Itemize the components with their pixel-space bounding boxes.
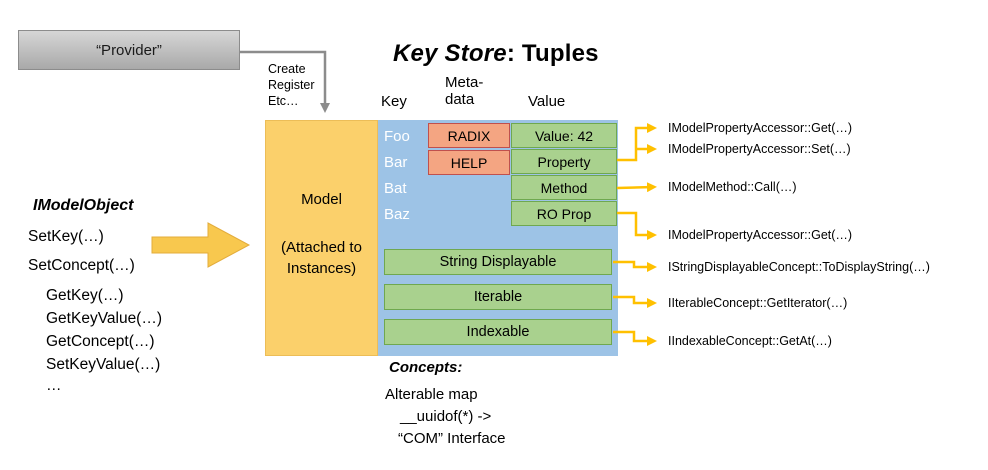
method-setkey: SetKey(…) bbox=[28, 228, 104, 245]
concepts-line-uuidof: __uuidof(*) -> bbox=[400, 408, 492, 425]
concepts-line-alterable-map: Alterable map bbox=[385, 386, 478, 403]
provider-label: “Provider” bbox=[96, 41, 162, 59]
connector-method-call-arrow bbox=[616, 182, 657, 193]
key-label-bar: Bar bbox=[384, 154, 408, 171]
concept-bar-iterable: Iterable bbox=[384, 284, 612, 310]
model-title: Model bbox=[301, 191, 342, 208]
concepts-line-com-interface: “COM” Interface bbox=[398, 430, 506, 447]
connector-property-get-arrow bbox=[617, 123, 657, 162]
metadata-box-help: HELP bbox=[428, 150, 510, 175]
value-box-roprop: RO Prop bbox=[511, 201, 617, 226]
provider-arrow-label-line: Register bbox=[268, 78, 315, 92]
model-subtitle: (Attached to Instances) bbox=[281, 239, 362, 277]
annotation-todisplaystring: IStringDisplayableConcept::ToDisplayStri… bbox=[668, 260, 930, 274]
title-tuples: : Tuples bbox=[506, 40, 599, 67]
metadata-box-radix: RADIX bbox=[428, 123, 510, 148]
key-label-baz: Baz bbox=[384, 206, 410, 223]
provider-box: “Provider” bbox=[18, 30, 240, 70]
concept-bar-indexable: Indexable bbox=[384, 319, 612, 345]
method-getconcept: GetConcept(…) bbox=[46, 333, 155, 350]
annotation-roprop-get: IModelPropertyAccessor::Get(…) bbox=[668, 228, 853, 242]
annotation-method-call: IModelMethod::Call(…) bbox=[668, 180, 797, 194]
connector-iterable-arrow bbox=[613, 295, 657, 308]
provider-arrow-label: Create Register Etc… bbox=[268, 61, 315, 109]
value-box-method: Method bbox=[511, 175, 617, 200]
column-header-key: Key bbox=[381, 93, 407, 110]
key-label-bat: Bat bbox=[384, 180, 407, 197]
key-label-foo: Foo bbox=[384, 128, 410, 145]
method-setkeyvalue: SetKeyValue(…) bbox=[46, 356, 161, 373]
concept-bar-string-displayable: String Displayable bbox=[384, 249, 612, 275]
method-ellipsis: … bbox=[46, 377, 62, 394]
method-getkey: GetKey(…) bbox=[46, 287, 124, 304]
column-header-value: Value bbox=[528, 93, 566, 110]
annotation-getat: IIndexableConcept::GetAt(…) bbox=[668, 334, 832, 348]
page-title: Key Store: Tuples bbox=[393, 40, 599, 68]
annotation-getiterator: IIterableConcept::GetIterator(…) bbox=[668, 296, 848, 310]
concepts-heading: Concepts: bbox=[389, 359, 463, 376]
title-keystore: Key Store bbox=[393, 40, 507, 67]
connector-roprop-get-arrow bbox=[617, 211, 657, 240]
annotation-property-set: IModelPropertyAccessor::Set(…) bbox=[668, 142, 851, 156]
connector-stringdisplayable-arrow bbox=[613, 260, 657, 272]
value-box-property: Property bbox=[511, 149, 617, 174]
imodelobject-arrow bbox=[151, 222, 251, 268]
provider-arrow-label-line: Create bbox=[268, 62, 306, 76]
method-getkeyvalue: GetKeyValue(…) bbox=[46, 310, 163, 327]
column-header-meta: Meta- data bbox=[445, 74, 484, 108]
method-setconcept: SetConcept(…) bbox=[28, 257, 135, 274]
provider-arrow-label-line: Etc… bbox=[268, 94, 299, 108]
model-box: Model (Attached to Instances) bbox=[265, 120, 378, 356]
connector-indexable-arrow bbox=[613, 330, 657, 346]
value-box-value42: Value: 42 bbox=[511, 123, 617, 148]
annotation-property-get: IModelPropertyAccessor::Get(…) bbox=[668, 121, 853, 135]
imodelobject-heading: IModelObject bbox=[33, 197, 134, 214]
